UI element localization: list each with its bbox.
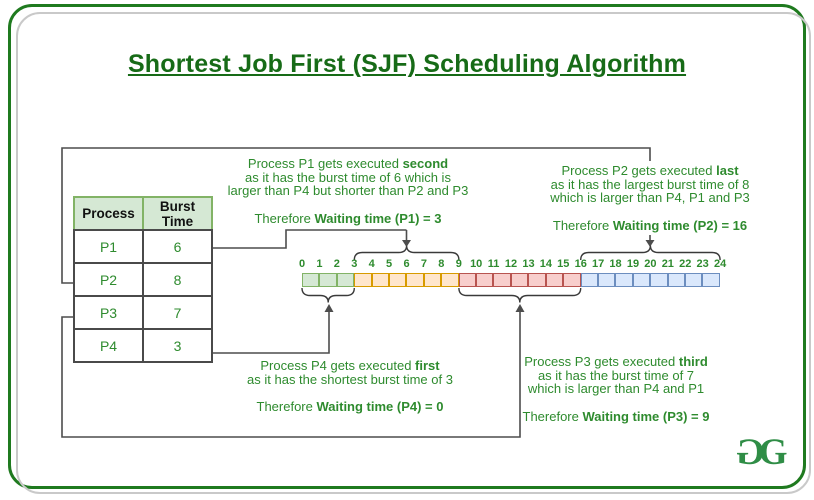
note-p4-waiting-time: Therefore Waiting time (P4) = 0 (256, 399, 444, 414)
logo-mirrored-g: G (736, 432, 765, 473)
note-p1: Process P1 gets executed second as it ha… (228, 157, 469, 225)
timeline-tick: 1 (316, 258, 323, 270)
note-p2: Process P2 gets executed last as it has … (550, 164, 749, 232)
note-p3-line2: as it has the burst time of 7 (537, 367, 695, 383)
process-cell: P2 (73, 262, 144, 297)
note-p1-waiting-time: Therefore Waiting time (P1) = 3 (254, 210, 442, 226)
timeline-cell-p2 (667, 273, 685, 287)
timeline-cell-p1 (371, 273, 390, 287)
timeline-tick: 3 (351, 258, 358, 270)
timeline-cell-p3 (528, 273, 546, 287)
burst-cell: 8 (142, 262, 213, 297)
timeline-cell-p4 (336, 273, 355, 287)
timeline-cell-p3 (545, 273, 564, 287)
timeline-tick: 18 (609, 258, 622, 270)
timeline-tick: 4 (368, 258, 375, 270)
timeline-tick: 19 (626, 258, 640, 270)
timeline-tick: 17 (592, 258, 605, 270)
timeline-tick: 22 (679, 258, 692, 270)
timeline-tick: 23 (696, 258, 709, 270)
burst-cell: 3 (142, 328, 213, 363)
timeline-cell-p1 (389, 273, 407, 287)
outer-green-border (8, 4, 806, 489)
note-p4-line2: as it has the shortest burst time of 3 (247, 371, 453, 387)
process-table: Process Burst Time P1 6 P2 8 P3 7 P4 3 (73, 196, 213, 363)
timeline-tick: 5 (386, 258, 393, 270)
timeline-tick: 8 (438, 258, 445, 270)
timeline-cell-p2 (702, 273, 720, 287)
process-cell: P3 (73, 295, 144, 330)
header-process: Process (73, 196, 144, 231)
timeline-cell-p3 (458, 273, 477, 287)
shadow-gray-border (16, 12, 811, 494)
note-p2-waiting-time: Therefore Waiting time (P2) = 16 (552, 217, 748, 233)
note-p1-line1: Process P1 gets executed second (247, 156, 449, 171)
table-row: P1 6 (73, 229, 213, 264)
timeline-cell-p3 (510, 273, 529, 287)
timeline-cell-p2 (684, 273, 703, 287)
geeksforgeeks-logo: GG (736, 432, 788, 473)
note-p3-line1: Process P3 gets executed third (524, 354, 708, 369)
table-header-row: Process Burst Time (73, 196, 213, 231)
note-p3-line3: which is larger than P4 and P1 (527, 381, 705, 396)
note-p3: Process P3 gets executed third as it has… (523, 355, 710, 423)
process-cell: P4 (73, 328, 144, 363)
timeline-cell-p1 (406, 273, 424, 287)
note-p2-line3: which is larger than P4, P1 and P3 (550, 190, 750, 205)
timeline-cell-p2 (632, 273, 651, 287)
burst-cell: 7 (142, 295, 213, 330)
timeline-tick: 10 (470, 258, 483, 270)
note-p2-line2: as it has the largest burst time of 8 (550, 176, 750, 192)
logo-g: G (758, 432, 788, 473)
note-p4-line1: Process P4 gets executed first (260, 358, 440, 373)
timeline-tick: 20 (644, 258, 657, 270)
timeline-tick: 0 (298, 258, 306, 270)
timeline-cell-p3 (563, 273, 581, 287)
process-cell: P1 (73, 229, 144, 264)
timeline-cell-p2 (580, 273, 598, 287)
timeline-cells (302, 273, 720, 287)
timeline-tick: 21 (661, 258, 674, 270)
note-p3-waiting-time: Therefore Waiting time (P3) = 9 (522, 408, 710, 424)
timeline-tick: 16 (574, 258, 587, 270)
note-p4: Process P4 gets executed first as it has… (247, 359, 453, 414)
table-row: P2 8 (73, 262, 213, 297)
timeline-tick: 6 (403, 258, 410, 270)
table-row: P4 3 (73, 328, 213, 363)
timeline-cell-p2 (597, 273, 616, 287)
timeline-tick: 7 (420, 258, 427, 270)
timeline-tick: 9 (455, 258, 462, 270)
note-p1-line3: larger than P4 but shorter than P2 and P… (227, 183, 469, 198)
timeline-cell-p2 (650, 273, 668, 287)
timeline-cell-p1 (441, 273, 459, 287)
timeline-tick: 24 (713, 258, 727, 270)
timeline-cell-p4 (319, 273, 337, 287)
timeline-tick: 13 (522, 258, 535, 270)
timeline-cell-p3 (476, 273, 494, 287)
header-burst-time: Burst Time (142, 196, 213, 231)
page-title: Shortest Job First (SJF) Scheduling Algo… (127, 50, 687, 78)
timeline-cell-p4 (302, 273, 320, 287)
timeline-tick: 14 (539, 258, 552, 270)
timeline-cell-p2 (615, 273, 633, 287)
table-row: P3 7 (73, 295, 213, 330)
timeline-tick: 12 (504, 258, 518, 270)
timeline-cell-p1 (354, 273, 372, 287)
timeline-cell-p1 (423, 273, 442, 287)
note-p1-line2: as it has the burst time of 6 which is (245, 169, 451, 185)
timeline-tick: 15 (557, 258, 570, 270)
note-p2-line1: Process P2 gets executed last (561, 163, 739, 178)
timeline-tick: 11 (487, 258, 500, 270)
timeline-cell-p3 (493, 273, 511, 287)
burst-cell: 6 (142, 229, 213, 264)
timeline-tick: 2 (333, 258, 340, 270)
